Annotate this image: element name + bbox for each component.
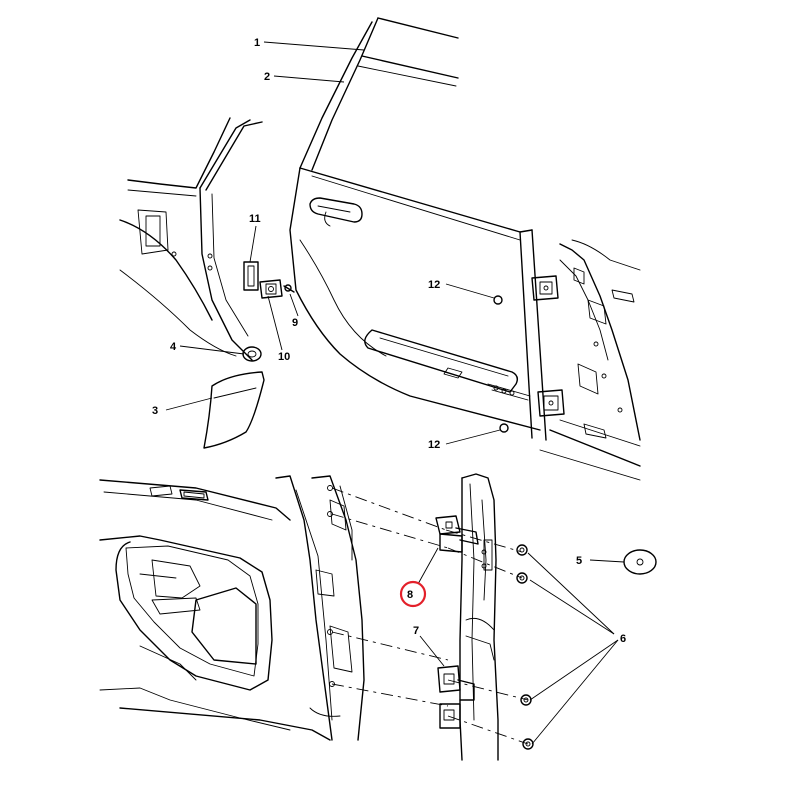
- callout-11: 11: [249, 213, 261, 225]
- upper-door-hinge-top: [531, 275, 559, 301]
- callout-9: 9: [292, 317, 298, 329]
- body-hinge-pillar: [459, 473, 499, 761]
- lower-assembly: [99, 473, 657, 761]
- upper-assembly: [119, 17, 641, 481]
- bolt-center-lines: [331, 487, 529, 745]
- striker-shim: [243, 261, 259, 291]
- callout-1: 1: [254, 37, 260, 49]
- callout-8: 8: [407, 589, 413, 601]
- hinge-nut-6-1: [516, 544, 528, 556]
- callout-8-highlight-ring: [399, 580, 427, 608]
- callout-labels: 1 2 3 4 5 6 7 8 9 10 11 12 12: [152, 37, 626, 645]
- callout-7: 7: [413, 625, 419, 637]
- access-plug-5: [623, 549, 657, 575]
- callout-3: 3: [152, 405, 158, 417]
- callout-2: 2: [264, 71, 270, 83]
- door-inner-panel: [99, 479, 331, 741]
- callout-12-bottom: 12: [428, 439, 440, 451]
- hinge-nut-6-3: [520, 694, 532, 706]
- body-quarter-panel: [119, 117, 263, 361]
- hinge-nut-6-2: [516, 572, 528, 584]
- hinge-nut-6-4: [522, 738, 534, 750]
- callout-4: 4: [170, 341, 177, 353]
- callout-12-top: 12: [428, 279, 440, 291]
- upper-door-hinge-bottom: [537, 389, 565, 417]
- callout-10: 10: [278, 351, 290, 363]
- hinge-nut-12-bottom: [499, 423, 509, 433]
- silencer-pad: [203, 371, 265, 449]
- door-hinge-lower: [437, 665, 475, 729]
- door-shut-face: [275, 475, 365, 741]
- door-hinge-upper: [435, 515, 479, 553]
- callout-6: 6: [620, 633, 626, 645]
- body-rear-opening: [539, 239, 641, 481]
- hinge-nut-12-top: [493, 295, 503, 305]
- leader-lines: [165, 41, 625, 745]
- striker-screw: [283, 284, 295, 293]
- door-striker: [259, 279, 283, 299]
- callout-5: 5: [576, 555, 582, 567]
- rear-door: [289, 17, 547, 441]
